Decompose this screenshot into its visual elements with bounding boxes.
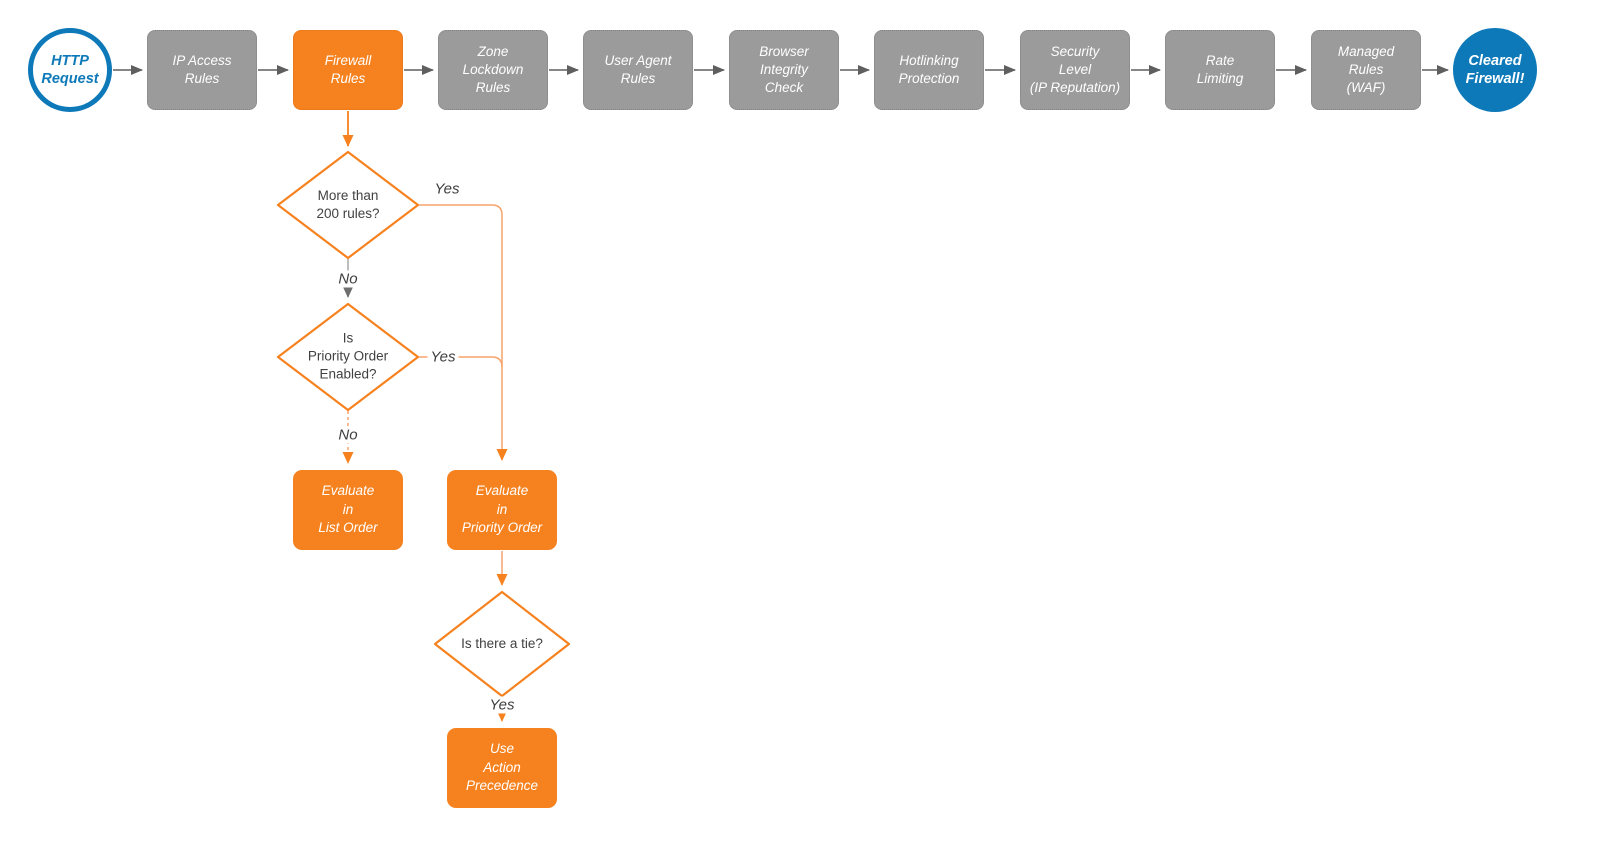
diamond-priority-order-enabled (276, 302, 420, 412)
action-use-action-precedence: Use Action Precedence (447, 728, 557, 808)
node-cleared-firewall: Cleared Firewall! (1453, 28, 1537, 112)
stage-rate-limiting: Rate Limiting (1165, 30, 1275, 110)
stage-hotlinking-protection: Hotlinking Protection (874, 30, 984, 110)
label-d2-no: No (335, 426, 361, 444)
stage-managed-rules-waf: Managed Rules (WAF) (1311, 30, 1421, 110)
decision-diamonds (276, 150, 571, 698)
action-evaluate-in-priority-order: Evaluate in Priority Order (447, 470, 557, 550)
node-http-request: HTTP Request (28, 28, 112, 112)
stage-ip-access-rules: IP Access Rules (147, 30, 257, 110)
diamond-more-than-200-rules (276, 150, 420, 260)
stage-user-agent-rules: User Agent Rules (583, 30, 693, 110)
label-d3-yes: Yes (486, 696, 518, 714)
diamond-is-there-a-tie (433, 590, 571, 698)
decision-is-there-a-tie-label: Is there a tie? (461, 635, 543, 651)
stage-firewall-rules: Firewall Rules (293, 30, 403, 110)
line-d2-yes-join (419, 356, 503, 368)
action-evaluate-in-list-order: Evaluate in List Order (293, 470, 403, 550)
stage-zone-lockdown-rules: Zone Lockdown Rules (438, 30, 548, 110)
decision-priority-order-enabled-label: Is Priority Order Enabled? (307, 330, 389, 383)
stage-security-level-ip-reputation: Security Level (IP Reputation) (1020, 30, 1130, 110)
stage-browser-integrity-check: Browser Integrity Check (729, 30, 839, 110)
line-d1-yes-down-to-priority (419, 204, 508, 461)
label-d2-yes: Yes (427, 348, 459, 366)
decision-more-than-200-rules-label: More than 200 rules? (316, 187, 380, 221)
label-d1-no: No (335, 270, 361, 288)
label-d1-yes: Yes (431, 180, 463, 198)
